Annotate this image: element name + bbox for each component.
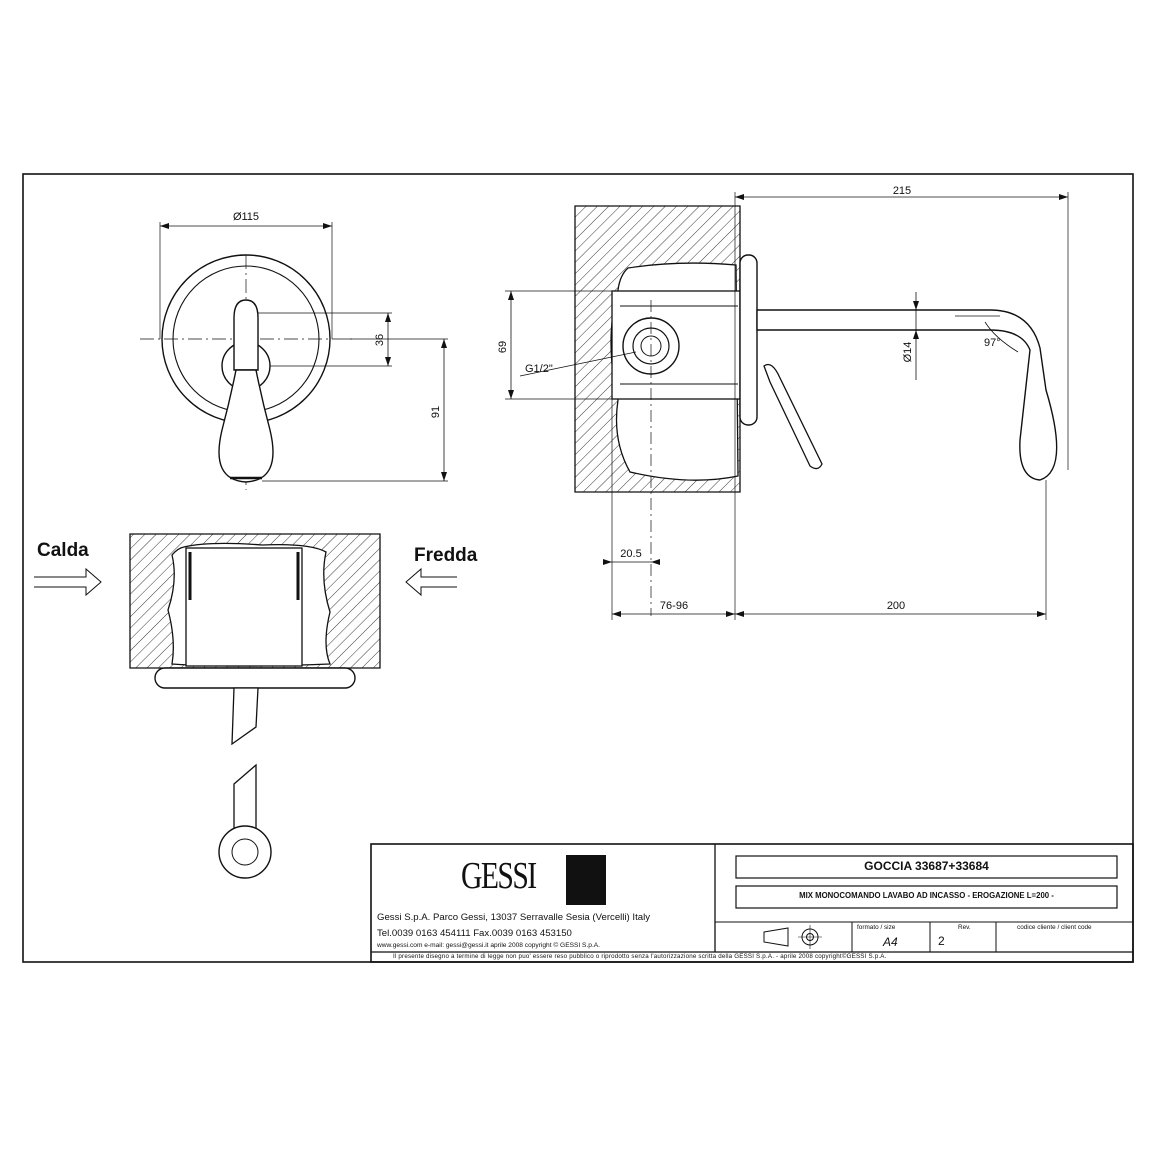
side-rosette bbox=[739, 254, 758, 426]
product-description: MIX MONOCOMANDO LAVABO AD INCASSO - EROG… bbox=[799, 891, 1054, 900]
spout-front bbox=[218, 369, 274, 483]
angle-label: 97° bbox=[984, 337, 1001, 349]
side-view bbox=[505, 192, 1069, 620]
spout-plan-upper bbox=[231, 687, 259, 746]
phone-line: Tel.0039 0163 454111 Fax.0039 0163 45315… bbox=[377, 928, 572, 939]
side-length-label: 215 bbox=[893, 185, 911, 197]
title-block-frame bbox=[370, 843, 1134, 963]
rosette-plan bbox=[154, 667, 356, 689]
title-block: GESSI Gessi S.p.A. Parco Gessi, 13037 Se… bbox=[371, 844, 1133, 962]
logo-block bbox=[566, 855, 606, 905]
disclaimer: Il presente disegno a termine di legge n… bbox=[393, 953, 887, 960]
company-line: Gessi S.p.A. Parco Gessi, 13037 Serraval… bbox=[377, 912, 651, 923]
front-spout-dim-label: 91 bbox=[430, 406, 442, 418]
thread-label: G1/2" bbox=[525, 363, 553, 375]
format-value: A4 bbox=[883, 935, 898, 949]
rev-label: Rev. bbox=[958, 924, 971, 931]
client-code-label: codice cliente / client code bbox=[1017, 924, 1092, 931]
spout-tip-plan bbox=[218, 825, 272, 879]
wall-hatching bbox=[129, 533, 381, 669]
front-handle-dim-label: 36 bbox=[374, 334, 386, 346]
front-diameter-label: Ø115 bbox=[233, 211, 259, 223]
product-name: GOCCIA 33687+33684 bbox=[864, 859, 989, 873]
spout-side bbox=[756, 309, 1058, 481]
hot-water-label: Calda bbox=[37, 540, 89, 561]
dim-20-5-label: 20.5 bbox=[620, 548, 641, 560]
lever-stem bbox=[233, 299, 259, 371]
gessi-logo: GESSI bbox=[461, 855, 537, 897]
projection-cone-icon bbox=[763, 927, 789, 947]
rev-value: 2 bbox=[938, 934, 945, 948]
side-wall-hatching bbox=[574, 205, 741, 493]
cold-arrow-icon bbox=[405, 567, 457, 597]
side-height-label: 69 bbox=[497, 341, 509, 353]
lever-side bbox=[763, 363, 823, 470]
front-view bbox=[140, 222, 448, 490]
web-line: www.gessi.com e-mail: gessi@gessi.it apr… bbox=[377, 942, 601, 949]
mixer-body-plan bbox=[185, 547, 303, 667]
spout-length-label: 200 bbox=[887, 600, 905, 612]
spout-plan-lower bbox=[233, 763, 257, 831]
section-view bbox=[34, 533, 457, 879]
cold-water-label: Fredda bbox=[414, 545, 478, 566]
hot-arrow-icon bbox=[34, 567, 102, 597]
depth-dim-label: 76-96 bbox=[660, 600, 688, 612]
format-label: formato / size bbox=[857, 924, 896, 931]
spout-diameter-label: Ø14 bbox=[902, 342, 914, 363]
